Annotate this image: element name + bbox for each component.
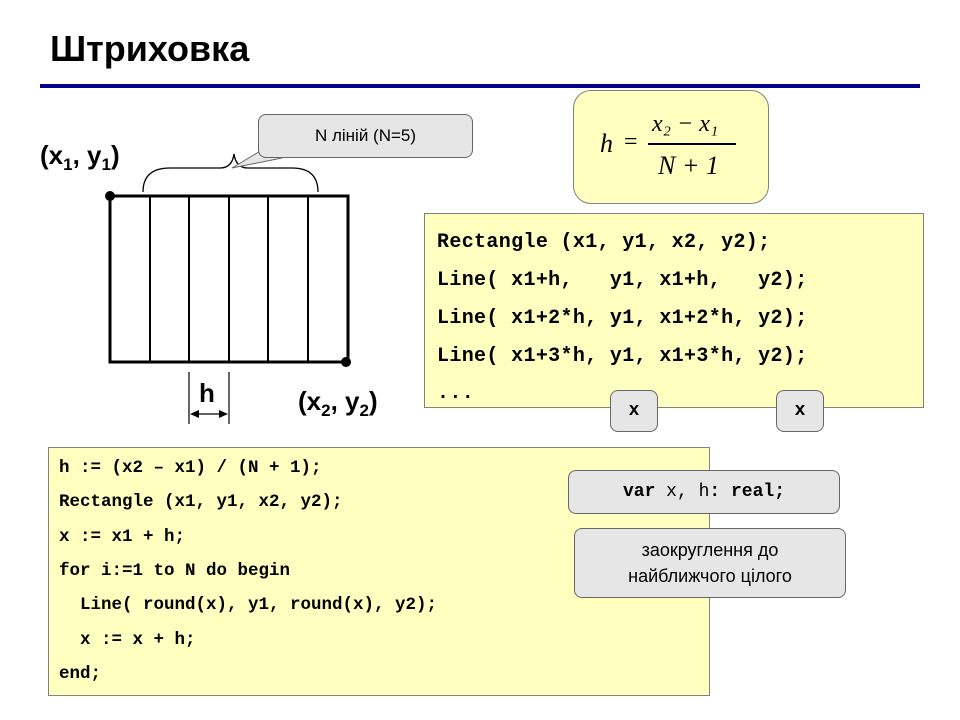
code-line: Line( x1+h, y1, x1+h, y2); <box>437 269 808 292</box>
formula-numerator: x₂ − x₁ <box>652 111 719 137</box>
brace-shape <box>142 153 319 193</box>
lines-count-text: N ліній (N=5) <box>314 126 417 145</box>
formula-lhs: h <box>600 129 613 158</box>
formula-denominator: N + 1 <box>658 151 719 180</box>
code-line: Line( round(x), y1, round(x), y2); <box>59 595 438 615</box>
corner-label-2: (x2, y2) <box>298 386 378 420</box>
code-line: ... <box>437 382 475 405</box>
h-arrow-head-left <box>190 410 199 418</box>
code-line: x := x1 + h; <box>59 527 186 547</box>
code-line: for i:=1 to N do begin <box>59 561 291 581</box>
x-callout-2: x <box>776 390 824 432</box>
code-block-expanded: Rectangle (x1, y1, x2, y2); Line( x1+h, … <box>424 213 924 408</box>
title-underline <box>40 84 920 88</box>
x-callout-1: x <box>610 390 658 432</box>
var-keyword: var <box>622 482 656 502</box>
code-line: Line( x1+3*h, y1, x1+3*h, y2); <box>437 345 808 368</box>
var-type: real; <box>720 482 786 502</box>
var-declaration-callout: var x, h: real; <box>568 470 840 514</box>
code-line: Rectangle (x1, y1, x2, y2); <box>59 492 343 512</box>
var-separator: : <box>709 482 721 502</box>
code-line: x := x + h; <box>59 630 196 650</box>
formula-fraction-bar <box>648 143 736 145</box>
var-names: x, h <box>655 482 710 502</box>
x-callout-text: x <box>628 401 640 421</box>
code-line: Line( x1+2*h, y1, x1+2*h, y2); <box>437 307 808 330</box>
code-line: Rectangle (x1, y1, x2, y2); <box>437 231 771 254</box>
code-line: end; <box>59 664 102 684</box>
rounding-text-line2: найближчого цілого <box>628 566 792 586</box>
h-label: h <box>199 378 215 408</box>
lines-count-callout: N ліній (N=5) <box>258 114 473 158</box>
formula-box: h = x₂ − x₁ N + 1 <box>573 90 769 204</box>
corner-label-1: (x1, y1) <box>40 140 120 174</box>
rounding-callout: заокруглення до найближчого цілого <box>574 528 846 598</box>
formula-equals: = <box>624 129 638 155</box>
corner-dot-1 <box>105 191 115 201</box>
x-callout-text: x <box>794 401 806 421</box>
h-arrow-head-right <box>219 410 228 418</box>
corner-dot-2 <box>341 357 351 367</box>
rounding-text-line1: заокруглення до <box>641 540 779 560</box>
code-line: h := (x2 – x1) / (N + 1); <box>59 458 322 478</box>
page-title: Штриховка <box>50 28 250 69</box>
